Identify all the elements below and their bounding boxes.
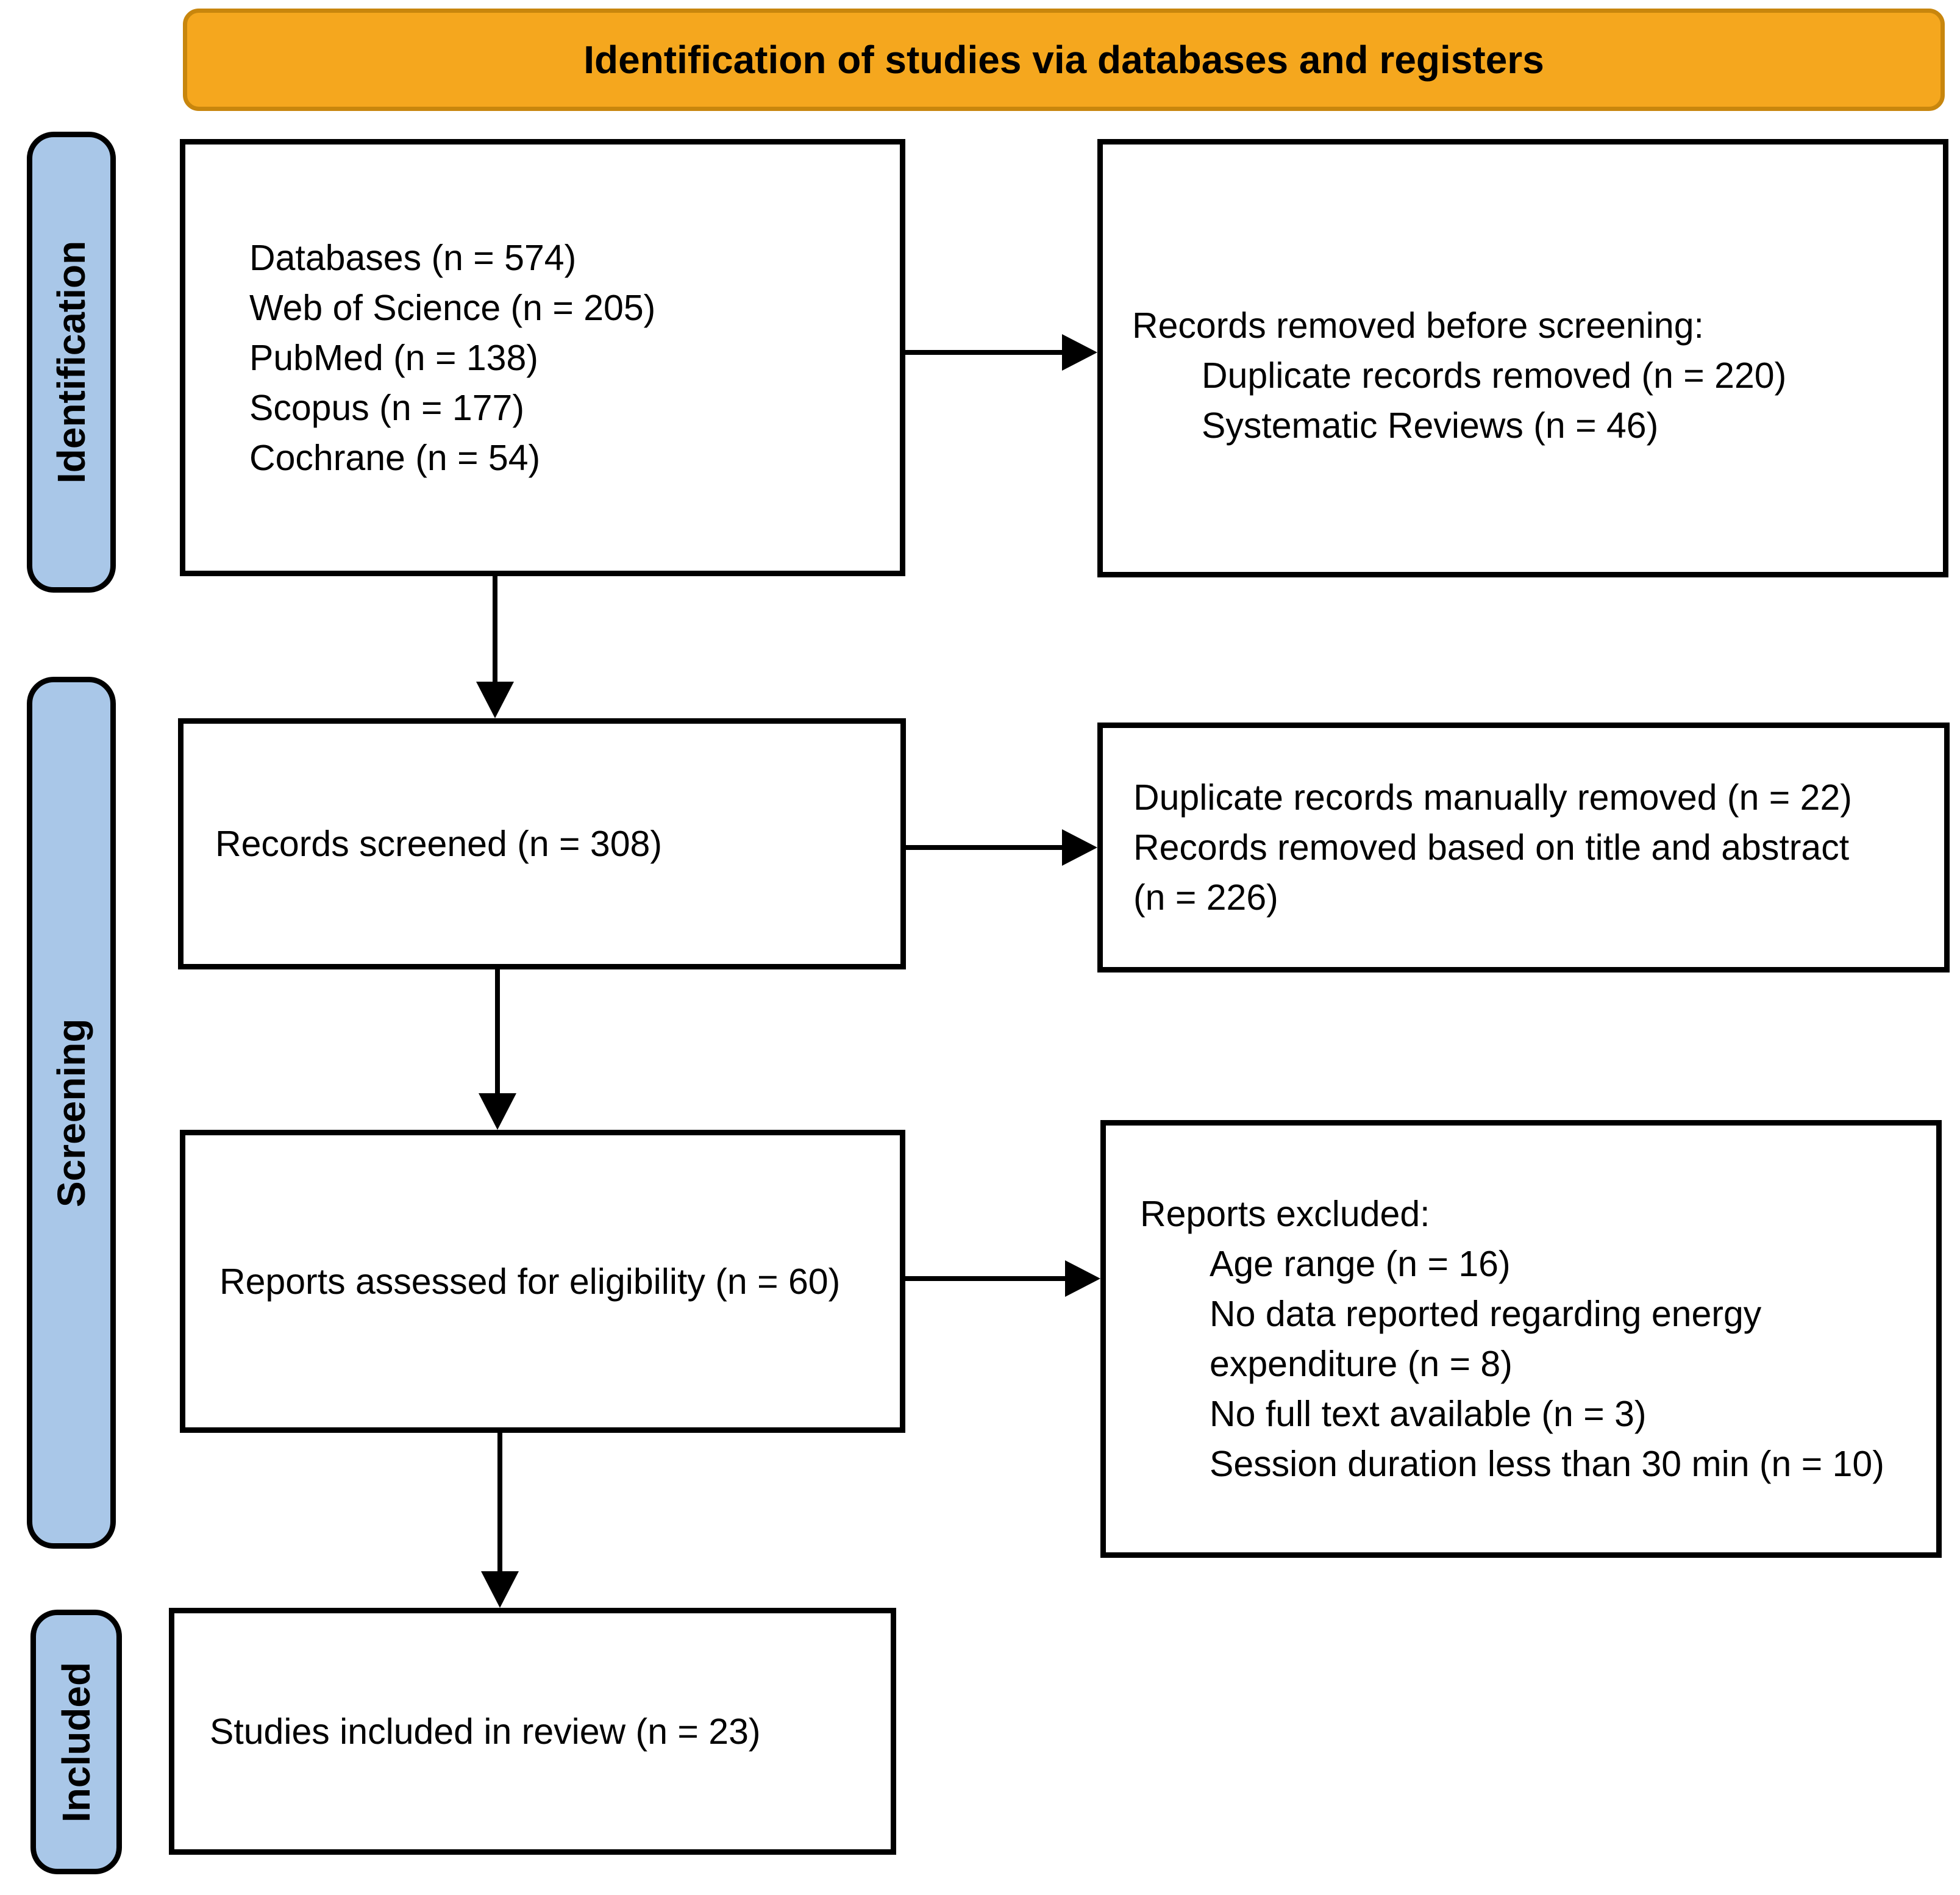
box-identification-records: Databases (n = 574) Web of Science (n = … (180, 139, 905, 576)
exclusion-item: Duplicate records manually removed (n = … (1133, 777, 1852, 818)
database-count-line: PubMed (n = 138) (249, 337, 538, 378)
exclusion-item: No data reported regarding energy expend… (1210, 1294, 1762, 1384)
box-title-line: Reports excluded: (1140, 1194, 1430, 1234)
database-count-line: Web of Science (n = 205) (249, 287, 656, 328)
exclusion-item: Age range (n = 16) (1210, 1244, 1511, 1284)
arrowhead-down-icon (481, 1571, 519, 1608)
arrowhead-right-icon (1062, 829, 1097, 866)
arrow-databases-to-screened (476, 576, 514, 718)
arrow-screened-to-assessed (479, 969, 516, 1130)
box-studies-included: Studies included in review (n = 23) (169, 1608, 896, 1855)
arrow-databases-to-removed (904, 334, 1097, 371)
arrow-screened-to-removed (906, 829, 1097, 866)
exclusion-item: Session duration less than 30 min (n = 1… (1210, 1444, 1884, 1484)
exclusion-item: Duplicate records removed (n = 220) (1202, 355, 1787, 396)
stage-label-text: Screening (49, 1018, 93, 1207)
stage-label-screening: Screening (27, 677, 116, 1549)
stage-label-text: Identification (49, 240, 93, 484)
arrow-assessed-to-excluded (904, 1260, 1100, 1297)
box-text-line: Records screened (n = 308) (215, 824, 662, 864)
exclusion-item: Records removed based on title and abstr… (1133, 827, 1850, 918)
database-count-line: Cochrane (n = 54) (249, 437, 541, 478)
box-records-removed-before-screening: Records removed before screening: Duplic… (1097, 139, 1948, 577)
stage-label-text: Included (54, 1661, 98, 1822)
box-reports-assessed: Reports assessed for eligibility (n = 60… (180, 1130, 905, 1433)
database-count-line: Scopus (n = 177) (249, 387, 524, 428)
arrowhead-right-icon (1065, 1260, 1100, 1297)
database-count-line: Databases (n = 574) (249, 237, 577, 278)
arrow-assessed-to-included (481, 1433, 519, 1608)
stage-label-included: Included (30, 1610, 122, 1874)
stage-label-identification: Identification (27, 132, 116, 593)
box-title-line: Records removed before screening: (1132, 305, 1704, 346)
box-records-removed-screening: Duplicate records manually removed (n = … (1097, 723, 1950, 972)
box-records-screened: Records screened (n = 308) (178, 718, 906, 969)
diagram-title: Identification of studies via databases … (583, 38, 1544, 82)
arrowhead-right-icon (1062, 334, 1097, 371)
box-reports-excluded: Reports excluded: Age range (n = 16) No … (1100, 1120, 1942, 1558)
exclusion-item: Systematic Reviews (n = 46) (1202, 405, 1659, 446)
box-text-line: Reports assessed for eligibility (n = 60… (219, 1261, 841, 1302)
box-text-line: Studies included in review (n = 23) (210, 1711, 761, 1752)
arrowhead-down-icon (479, 1093, 516, 1130)
diagram-title-banner: Identification of studies via databases … (183, 9, 1945, 111)
arrowhead-down-icon (476, 682, 514, 718)
exclusion-item: No full text available (n = 3) (1210, 1394, 1647, 1434)
